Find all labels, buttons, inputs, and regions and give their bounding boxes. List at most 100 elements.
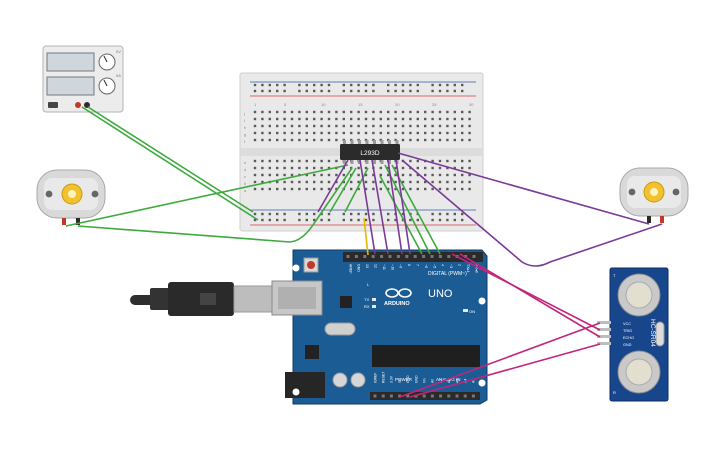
rail-hole[interactable] xyxy=(268,218,271,222)
breadboard-hole[interactable] xyxy=(364,173,368,177)
rail-hole[interactable] xyxy=(253,89,257,93)
breadboard-hole[interactable] xyxy=(453,173,456,177)
breadboard-hole[interactable] xyxy=(290,166,294,170)
l293d-chip[interactable]: L293D xyxy=(340,140,400,164)
breadboard-hole[interactable] xyxy=(416,117,419,121)
breadboard-hole[interactable] xyxy=(401,124,405,128)
digital-pin-hole[interactable] xyxy=(472,255,476,258)
breadboard-hole[interactable] xyxy=(372,187,375,191)
breadboard-hole[interactable] xyxy=(401,110,405,114)
breadboard-hole[interactable] xyxy=(268,110,271,114)
rail-hole[interactable] xyxy=(350,218,353,222)
rail-hole[interactable] xyxy=(387,89,390,93)
breadboard-hole[interactable] xyxy=(446,166,449,170)
breadboard-hole[interactable] xyxy=(268,187,271,191)
breadboard-hole[interactable] xyxy=(401,180,405,184)
breadboard-hole[interactable] xyxy=(320,173,323,177)
rail-hole[interactable] xyxy=(305,83,308,87)
breadboard-hole[interactable] xyxy=(320,124,323,128)
breadboard-hole[interactable] xyxy=(305,187,308,191)
breadboard-hole[interactable] xyxy=(350,131,353,135)
breadboard-hole[interactable] xyxy=(409,110,412,114)
rail-hole[interactable] xyxy=(416,218,419,222)
wire-green[interactable] xyxy=(384,164,431,255)
rail-hole[interactable] xyxy=(253,218,257,222)
rail-hole[interactable] xyxy=(372,89,375,93)
breadboard-hole[interactable] xyxy=(350,110,353,114)
breadboard-hole[interactable] xyxy=(283,117,286,121)
rail-hole[interactable] xyxy=(453,218,456,222)
rail-hole[interactable] xyxy=(253,212,257,216)
digital-pin-hole[interactable] xyxy=(430,255,434,258)
breadboard-hole[interactable] xyxy=(327,187,331,191)
rail-hole[interactable] xyxy=(261,218,264,222)
breadboard-hole[interactable] xyxy=(268,117,271,121)
rail-hole[interactable] xyxy=(461,83,464,87)
rail-hole[interactable] xyxy=(298,212,301,216)
breadboard-hole[interactable] xyxy=(261,131,264,135)
power-pin-hole[interactable] xyxy=(463,394,467,398)
breadboard-hole[interactable] xyxy=(305,117,308,121)
breadboard-hole[interactable] xyxy=(387,117,390,121)
rail-hole[interactable] xyxy=(261,83,264,87)
rail-hole[interactable] xyxy=(394,89,397,93)
breadboard-hole[interactable] xyxy=(298,117,301,121)
breadboard-hole[interactable] xyxy=(431,117,434,121)
rail-hole[interactable] xyxy=(446,89,449,93)
breadboard-hole[interactable] xyxy=(320,180,323,184)
breadboard-hole[interactable] xyxy=(446,159,449,163)
breadboard-hole[interactable] xyxy=(438,187,442,191)
power-pin-hole[interactable] xyxy=(398,394,402,398)
rail-hole[interactable] xyxy=(350,212,353,216)
breadboard-hole[interactable] xyxy=(394,173,397,177)
rail-hole[interactable] xyxy=(364,83,368,87)
breadboard-hole[interactable] xyxy=(379,173,382,177)
breadboard-hole[interactable] xyxy=(461,166,464,170)
usb-cable[interactable] xyxy=(130,282,275,316)
rail-hole[interactable] xyxy=(357,83,360,87)
breadboard-hole[interactable] xyxy=(453,159,456,163)
breadboard-hole[interactable] xyxy=(261,166,264,170)
wire-purple[interactable] xyxy=(317,159,349,213)
breadboard-hole[interactable] xyxy=(276,138,279,142)
breadboard-hole[interactable] xyxy=(409,124,412,128)
breadboard-hole[interactable] xyxy=(379,110,382,114)
breadboard-hole[interactable] xyxy=(424,131,427,135)
rail-hole[interactable] xyxy=(283,89,286,93)
breadboard-hole[interactable] xyxy=(290,180,294,184)
breadboard-hole[interactable] xyxy=(379,124,382,128)
breadboard-hole[interactable] xyxy=(335,110,338,114)
rail-hole[interactable] xyxy=(268,212,271,216)
breadboard-hole[interactable] xyxy=(438,138,442,142)
rail-hole[interactable] xyxy=(357,212,360,216)
breadboard-hole[interactable] xyxy=(416,187,419,191)
breadboard-hole[interactable] xyxy=(394,180,397,184)
breadboard-hole[interactable] xyxy=(372,180,375,184)
breadboard-hole[interactable] xyxy=(357,124,360,128)
rail-hole[interactable] xyxy=(364,218,368,222)
rail-hole[interactable] xyxy=(453,212,456,216)
breadboard-hole[interactable] xyxy=(276,131,279,135)
rail-hole[interactable] xyxy=(372,212,375,216)
wire-purple[interactable] xyxy=(359,159,376,255)
breadboard-hole[interactable] xyxy=(364,180,368,184)
wire-magenta[interactable] xyxy=(459,253,601,338)
digital-pin-hole[interactable] xyxy=(354,255,358,258)
breadboard-hole[interactable] xyxy=(409,138,412,142)
breadboard-hole[interactable] xyxy=(401,131,405,135)
breadboard-hole[interactable] xyxy=(327,173,331,177)
breadboard-hole[interactable] xyxy=(461,131,464,135)
breadboard-hole[interactable] xyxy=(290,159,294,163)
breadboard-hole[interactable] xyxy=(342,173,345,177)
breadboard-hole[interactable] xyxy=(335,180,338,184)
breadboard-hole[interactable] xyxy=(461,138,464,142)
breadboard-hole[interactable] xyxy=(446,173,449,177)
breadboard-hole[interactable] xyxy=(320,138,323,142)
breadboard-hole[interactable] xyxy=(320,159,323,163)
breadboard-hole[interactable] xyxy=(313,138,316,142)
rail-hole[interactable] xyxy=(342,83,345,87)
rail-hole[interactable] xyxy=(350,83,353,87)
rail-hole[interactable] xyxy=(276,83,279,87)
rail-hole[interactable] xyxy=(461,218,464,222)
rail-hole[interactable] xyxy=(276,212,279,216)
